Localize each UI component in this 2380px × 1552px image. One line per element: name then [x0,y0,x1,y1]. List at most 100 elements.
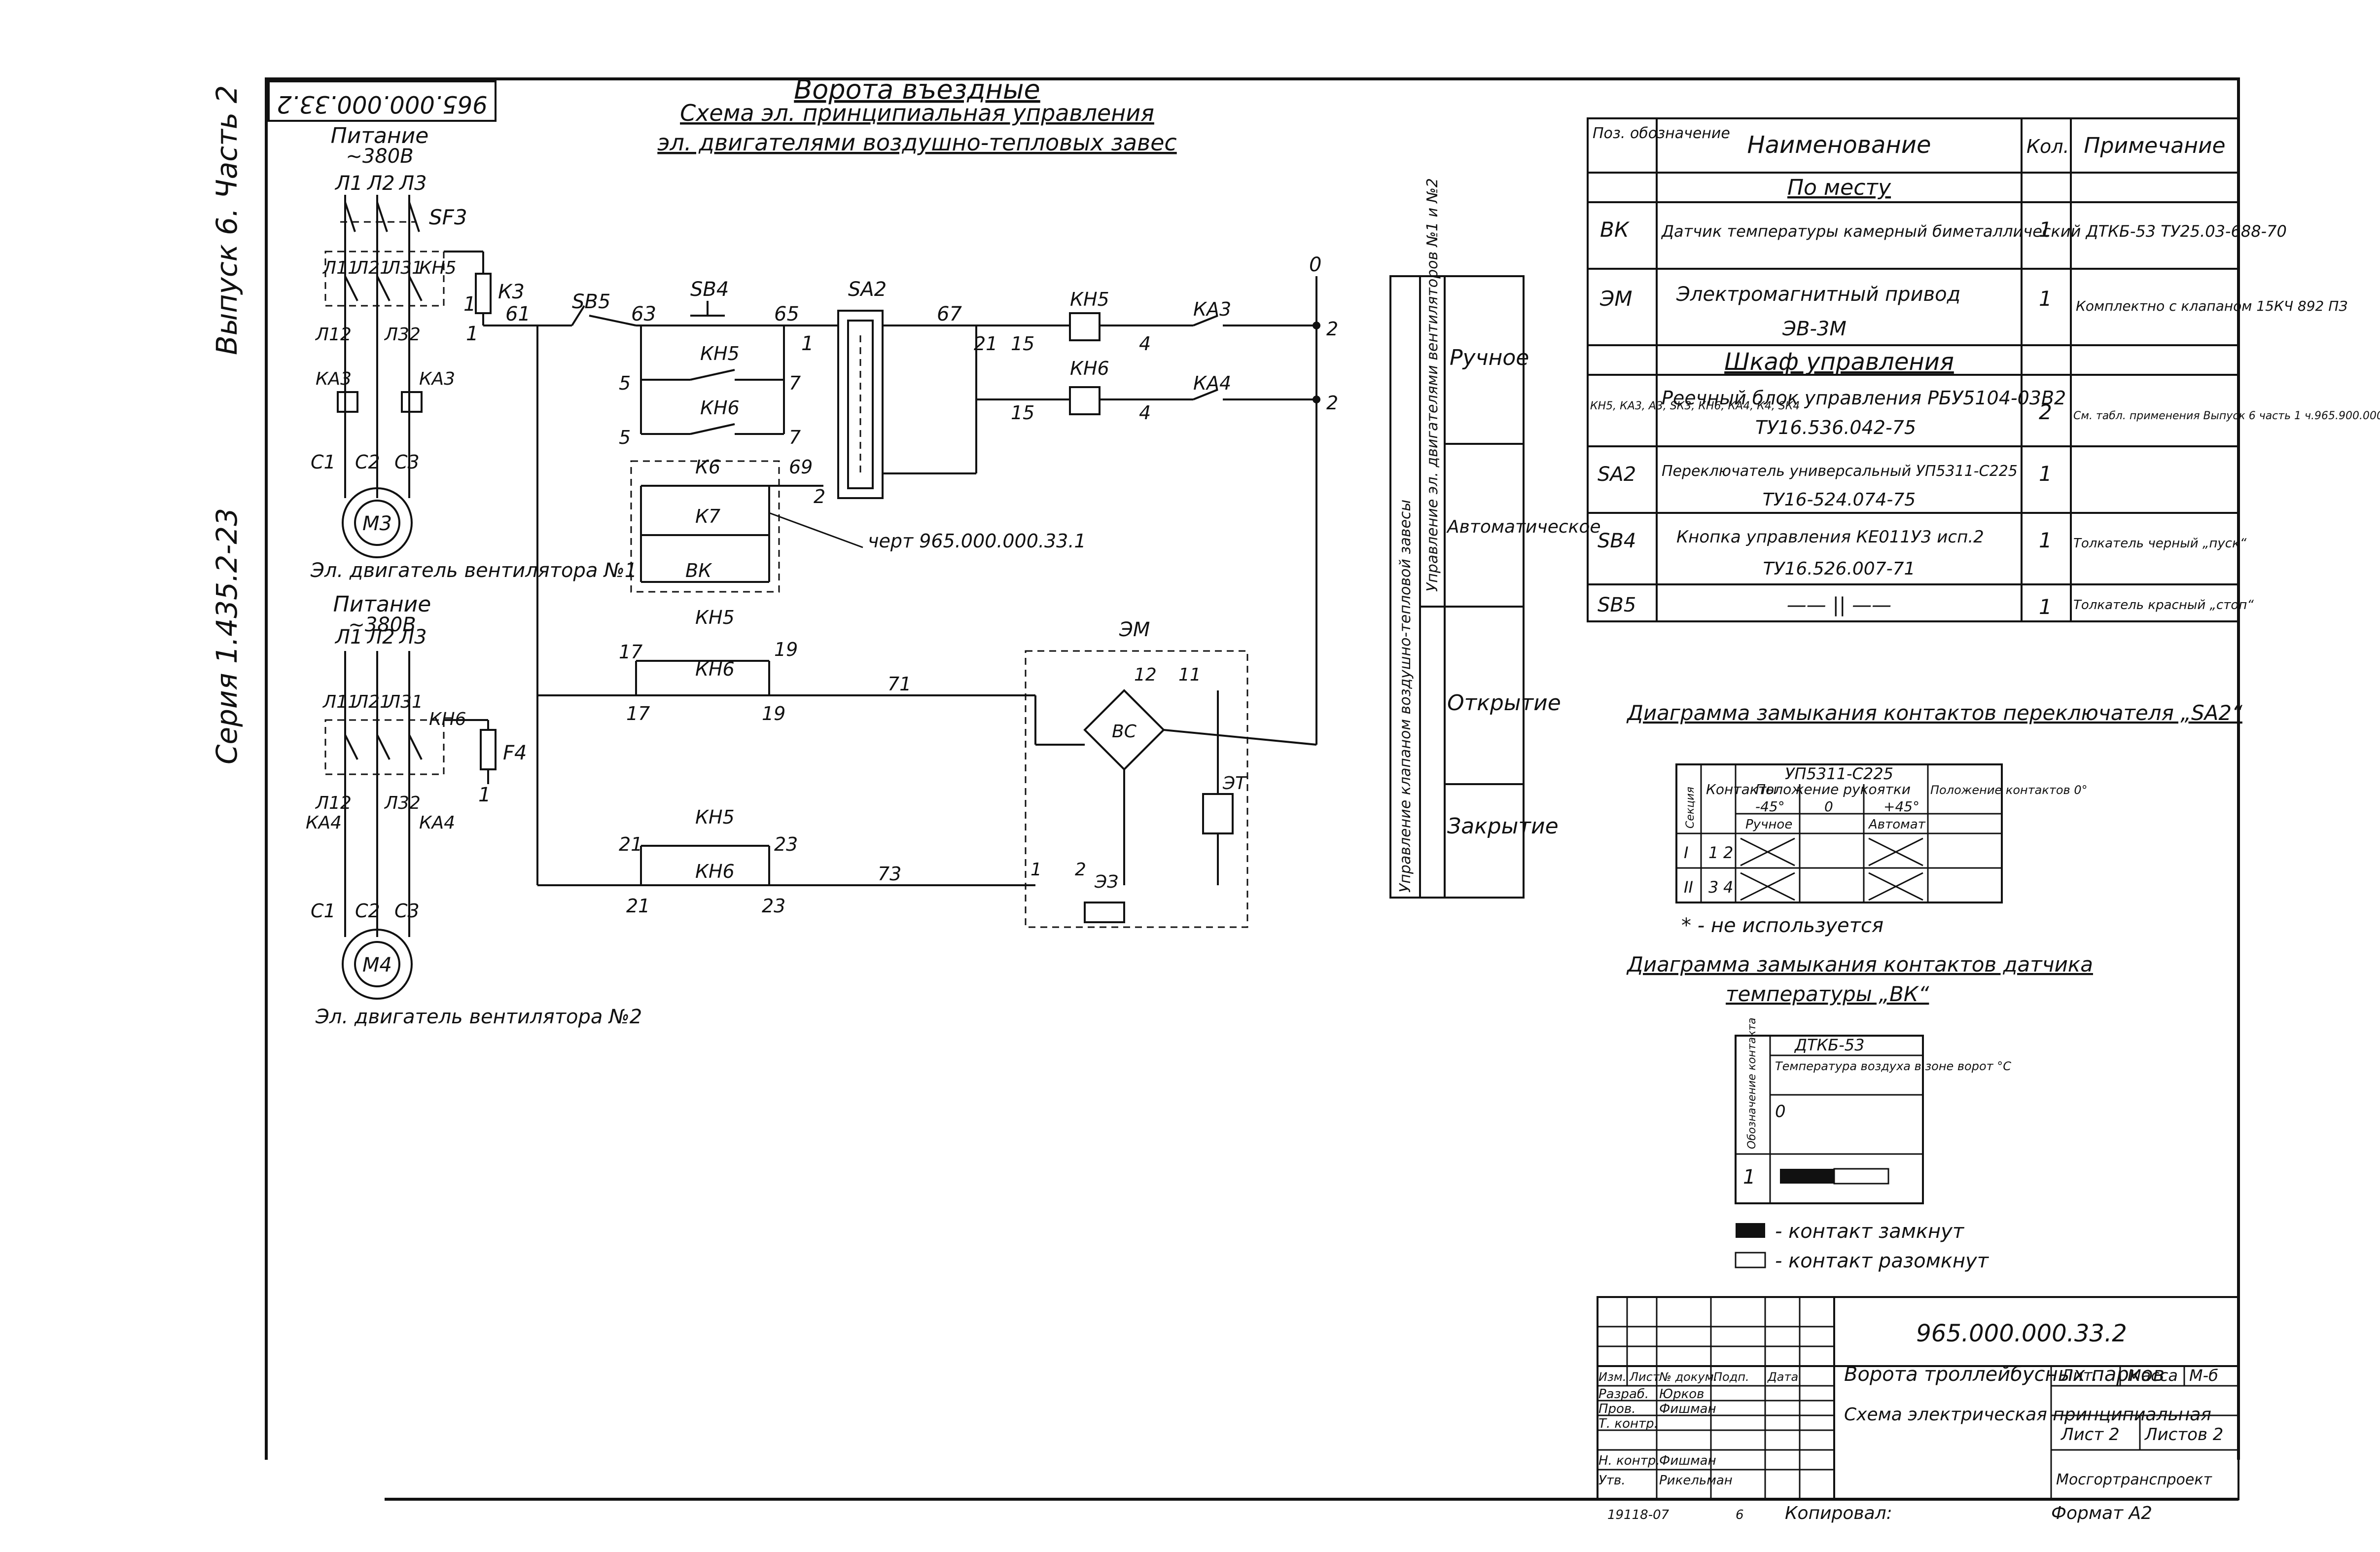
svg-text:Л12: Л12 [315,793,352,813]
svg-text:21: 21 [619,833,642,855]
stamp-code: 965.000.000.33.2 [1916,1320,2127,1347]
svg-text:Лист 2: Лист 2 [2060,1425,2120,1444]
svg-text:F4: F4 [503,742,527,764]
svg-text:1: 1 [1030,860,1042,880]
svg-text:Л32: Л32 [384,793,421,813]
svg-text:1: 1 [478,784,491,806]
control-circuit: 1 61 SB5 63 SB4 65 1 КН5 КН6 5 5 7 7 [466,253,1338,928]
svg-text:Толкатель черный „пуск“: Толкатель черный „пуск“ [2073,536,2247,551]
svg-text:Рикельман: Рикельман [1659,1473,1733,1488]
svg-text:К3: К3 [498,281,525,303]
svg-text:73: 73 [878,863,901,885]
svg-text:5: 5 [619,372,631,394]
svg-text:—— || ——: —— || —— [1787,594,1891,616]
svg-text:SB4: SB4 [1598,530,1636,552]
svg-text:Диаграмма замыкания контактов: Диаграмма замыкания контактов датчика [1626,952,2093,976]
svg-text:23: 23 [774,833,798,855]
svg-text:4: 4 [1139,402,1151,424]
svg-text:ЭМ: ЭМ [1599,287,1633,311]
svg-text:SA2: SA2 [848,278,887,301]
svg-text:2: 2 [1723,843,1733,862]
svg-text:Л21: Л21 [354,258,391,278]
title-line3: эл. двигателями воздушно-тепловых завес [657,129,1176,156]
svg-text:Управление эл. двигателями вен: Управление эл. двигателями вентиляторов … [1424,178,1441,592]
svg-text:65: 65 [774,303,799,325]
svg-text:0: 0 [1309,253,1321,276]
svg-text:ТУ16.536.042-75: ТУ16.536.042-75 [1755,417,1916,438]
svg-text:Фишман: Фишман [1659,1402,1716,1416]
svg-text:Мосгортранспроект: Мосгортранспроект [2056,1471,2212,1488]
svg-text:Кол.: Кол. [2026,136,2069,157]
svg-text:КА4: КА4 [306,813,342,833]
svg-text:КН5: КН5 [700,343,740,364]
svg-text:6: 6 [1736,1508,1744,1522]
svg-text:Электромагнитный привод: Электромагнитный привод [1676,283,1960,306]
svg-text:1: 1 [801,332,814,355]
closed-contact-bar [1780,1169,1834,1184]
svg-text:С1: С1 [311,451,336,473]
svg-text:Формат А2: Формат А2 [2051,1503,2152,1523]
sheet-frame [265,77,2240,1460]
svg-text:2: 2 [2039,400,2052,424]
svg-text:Шкаф управления: Шкаф управления [1724,348,1954,376]
svg-text:С2: С2 [355,900,380,922]
svg-text:3: 3 [1708,878,1718,897]
mode-table: Управление клапаном воздушно-тепловой за… [1389,178,1601,899]
svg-text:ВК: ВК [1600,217,1630,242]
svg-text:- контакт замкнут: - контакт замкнут [1775,1220,1965,1243]
svg-text:15: 15 [1011,402,1034,424]
svg-text:КН5: КН5 [1070,289,1109,310]
svg-text:Положение контактов 0°: Положение контактов 0° [1930,783,2088,797]
svg-text:ЭЗ: ЭЗ [1094,872,1118,892]
svg-text:4: 4 [1723,878,1733,897]
svg-text:0: 0 [1824,798,1833,815]
svg-text:+45°: +45° [1883,798,1919,815]
legend-closed-swatch [1736,1223,1765,1238]
svg-text:Копировал:: Копировал: [1785,1503,1892,1523]
svg-text:1: 1 [1708,843,1718,862]
motor1-phase2: Л2 [366,172,395,195]
svg-text:~380В: ~380В [348,614,416,636]
motor1-voltage: ~380В [346,145,413,168]
motor1-label: М3 [362,512,392,535]
svg-text:Масса: Масса [2128,1366,2178,1385]
svg-text:19: 19 [762,703,785,724]
svg-text:1: 1 [2039,528,2052,552]
svg-text:ЭВ-3М: ЭВ-3М [1782,318,1847,340]
svg-text:Л1: Л1 [334,626,363,649]
svg-text:ЭТ: ЭТ [1222,773,1247,794]
svg-text:21: 21 [626,895,650,917]
title-line2: Схема эл. принципиальная управления [680,100,1154,126]
svg-text:Ручное: Ручное [1745,817,1792,832]
svg-text:ДТКБ-53: ДТКБ-53 [1794,1036,1864,1054]
svg-text:Л11: Л11 [322,692,359,712]
svg-text:Реечный блок управления РБУ510: Реечный блок управления РБУ5104-03В2 [1662,387,2066,409]
svg-text:19118-07: 19118-07 [1607,1508,1670,1522]
svg-text:Кнопка управления КЕ011У3 исп.: Кнопка управления КЕ011У3 исп.2 [1676,527,1984,547]
motor1-circuit: Питание ~380В Л1 Л2 Л3 SF3 Л11 Л21 Л31 К… [310,123,637,582]
svg-text:Листов 2: Листов 2 [2144,1425,2223,1444]
corner-code: 965.000.000.33.2 [277,90,488,118]
svg-text:Л2: Л2 [366,626,395,649]
svg-text:Примечание: Примечание [2084,133,2225,158]
svg-text:Л3: Л3 [398,626,427,649]
svg-text:I: I [1684,843,1688,862]
svg-text:С1: С1 [311,900,336,922]
svg-text:Лист: Лист [1629,1370,1660,1384]
svg-text:М-б: М-б [2189,1366,2218,1385]
svg-text:7: 7 [789,427,801,448]
legend-open-swatch [1735,1252,1766,1268]
svg-text:КН6: КН6 [1070,358,1109,379]
svg-text:Ворота троллейбусных парков: Ворота троллейбусных парков [1844,1363,2165,1386]
svg-text:12: 12 [1134,665,1157,685]
svg-text:№ докум.: № докум. [1658,1370,1717,1384]
svg-text:Комплектно с клапаном 15КЧ 892: Комплектно с клапаном 15КЧ 892 ПЗ [2076,298,2347,314]
svg-text:ТУ16-524.074-75: ТУ16-524.074-75 [1763,490,1916,510]
svg-text:Наименование: Наименование [1747,131,1931,159]
svg-text:1: 1 [2039,595,2052,619]
svg-text:2: 2 [1326,318,1338,340]
corner-code-box [268,80,497,122]
svg-text:Фишман: Фишман [1659,1453,1716,1468]
svg-text:Утв.: Утв. [1599,1473,1626,1488]
